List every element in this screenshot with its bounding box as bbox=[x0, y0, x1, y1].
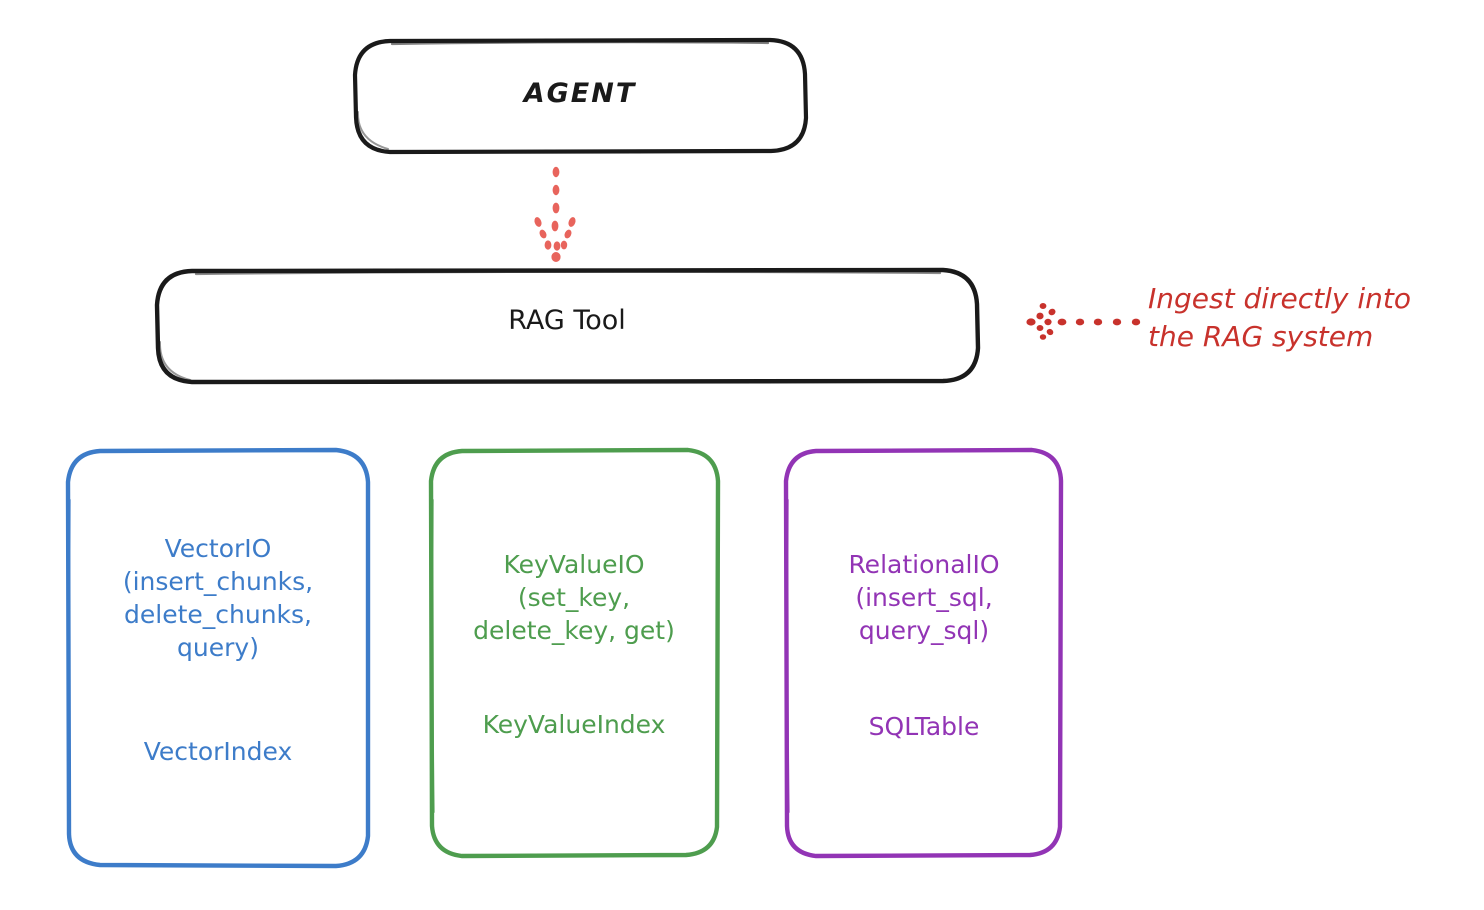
ingest-arrow-connector bbox=[1026, 303, 1141, 340]
agent-box-outline bbox=[352, 37, 809, 155]
agent-to-rag-connector bbox=[534, 166, 576, 262]
keyvalue-store-box-outline bbox=[428, 447, 721, 859]
ingest-annotation-label: Ingest directly into the RAG system bbox=[1148, 282, 1412, 353]
vector-store-box-outline bbox=[65, 447, 371, 869]
relational-store-box-outline bbox=[783, 447, 1064, 859]
rag-tool-box-outline bbox=[154, 267, 981, 385]
